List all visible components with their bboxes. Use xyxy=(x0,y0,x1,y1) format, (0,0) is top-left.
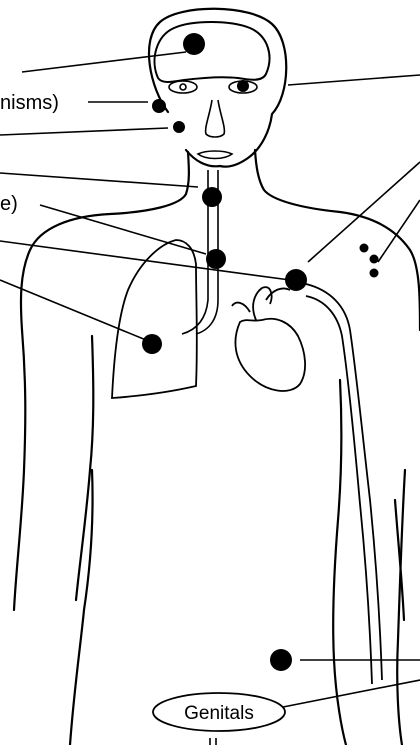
site-marker-jaw xyxy=(173,121,185,133)
genitals-label-text: Genitals xyxy=(184,703,254,724)
label-paren-fragment: e) xyxy=(0,193,18,215)
site-marker-arm-1 xyxy=(360,244,369,253)
genitals-label: Genitals xyxy=(153,693,285,731)
brain-icon xyxy=(155,22,270,82)
site-marker-cheek xyxy=(152,99,166,113)
leader-line-eye xyxy=(288,75,420,85)
site-marker-brain xyxy=(183,33,205,55)
lung-icon xyxy=(112,240,197,398)
label-mechanisms-fragment: nisms) xyxy=(0,92,59,114)
site-marker-neck-upper xyxy=(202,187,222,207)
site-marker-lung xyxy=(142,334,162,354)
site-marker-abdomen xyxy=(270,649,292,671)
cut-off-marks xyxy=(210,738,216,745)
site-marker-neck-lower xyxy=(206,249,226,269)
site-marker-arm-3 xyxy=(370,269,379,278)
leader-line-arm xyxy=(378,200,420,262)
heart-icon xyxy=(232,287,305,391)
site-marker-chest xyxy=(285,269,307,291)
site-marker-eye xyxy=(237,80,249,92)
body-outline xyxy=(14,9,420,745)
arm-artery xyxy=(306,284,382,684)
site-markers xyxy=(142,33,379,671)
leader-line-neck xyxy=(0,173,198,187)
leader-line-brain xyxy=(22,52,186,72)
leader-line-chest xyxy=(0,241,290,280)
site-marker-arm-2 xyxy=(370,255,379,264)
torso-outline xyxy=(14,152,189,610)
nose-outline xyxy=(206,100,225,137)
mouth-outline xyxy=(198,151,232,159)
leader-line-jaw xyxy=(0,128,168,135)
right-waist xyxy=(333,380,346,745)
left-waist xyxy=(70,470,93,745)
